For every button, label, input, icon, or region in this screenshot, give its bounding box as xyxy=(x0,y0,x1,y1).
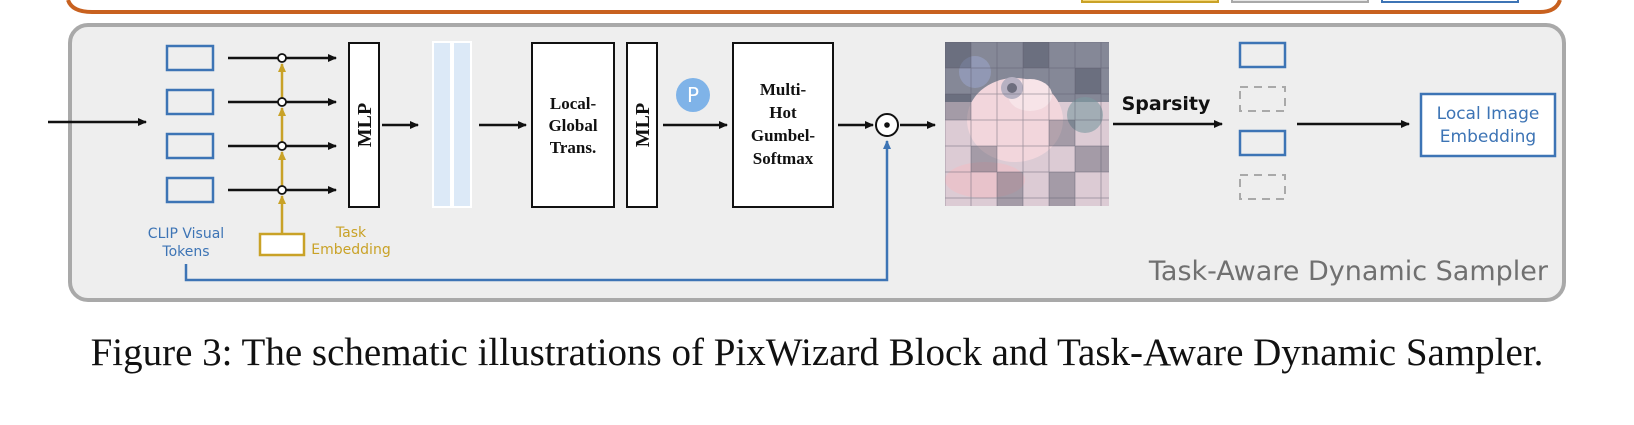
upper-legend-swatch-3 xyxy=(1381,0,1519,3)
local-global-line2: Global xyxy=(548,116,597,135)
feature-bar-2 xyxy=(452,41,472,208)
clip-label-line2: Tokens xyxy=(161,244,209,260)
sparsity-label: Sparsity xyxy=(1122,93,1211,115)
local-global-transformer xyxy=(531,42,615,208)
task-label-line1: Task xyxy=(335,225,367,241)
visual-token xyxy=(165,44,215,72)
clip-label-line1: CLIP Visual xyxy=(148,226,224,242)
dropped-token xyxy=(1239,174,1286,200)
mlp-label-1: MLP xyxy=(354,103,376,147)
task-embedding-path xyxy=(258,53,306,257)
visual-token xyxy=(165,132,215,160)
upper-panel-border xyxy=(66,0,1562,14)
feature-bar-1 xyxy=(432,41,452,208)
output-line1: Local Image xyxy=(1437,104,1540,124)
visual-token xyxy=(165,88,215,116)
local-global-line3: Trans. xyxy=(550,138,596,157)
mlp-block-2 xyxy=(626,42,658,208)
gumbel-line1: Multi- xyxy=(760,80,807,99)
upper-legend-swatch-2 xyxy=(1231,0,1369,3)
figure-caption: Figure 3: The schematic illustrations of… xyxy=(90,331,1544,374)
kept-token xyxy=(1238,129,1287,157)
mlp-block-1 xyxy=(348,42,380,208)
output-line2: Embedding xyxy=(1440,127,1536,147)
clip-visual-tokens xyxy=(165,44,215,204)
visual-token xyxy=(165,176,215,204)
upper-legend-swatch-1 xyxy=(1081,0,1219,3)
task-embedding-box xyxy=(258,232,306,257)
kept-token xyxy=(1238,41,1287,69)
sparse-tokens xyxy=(1238,41,1287,200)
dropped-token xyxy=(1239,86,1286,112)
task-label-line2: Embedding xyxy=(311,242,390,258)
p-badge xyxy=(676,78,710,112)
gumbel-line2: Hot xyxy=(769,103,797,122)
gumbel-softmax-block xyxy=(732,42,834,208)
masked-image-illustration xyxy=(945,42,1109,206)
local-global-line1: Local- xyxy=(550,94,597,113)
clip-skip-path xyxy=(184,140,891,282)
gumbel-line4: Softmax xyxy=(753,149,814,168)
mlp-label-2: MLP xyxy=(632,103,654,147)
local-image-embedding-box xyxy=(1419,92,1557,158)
hadamard-dot xyxy=(884,122,890,128)
panel-title: Task-Aware Dynamic Sampler xyxy=(1148,256,1549,287)
gumbel-line3: Gumbel- xyxy=(751,126,816,145)
p-badge-label: P xyxy=(687,83,699,107)
